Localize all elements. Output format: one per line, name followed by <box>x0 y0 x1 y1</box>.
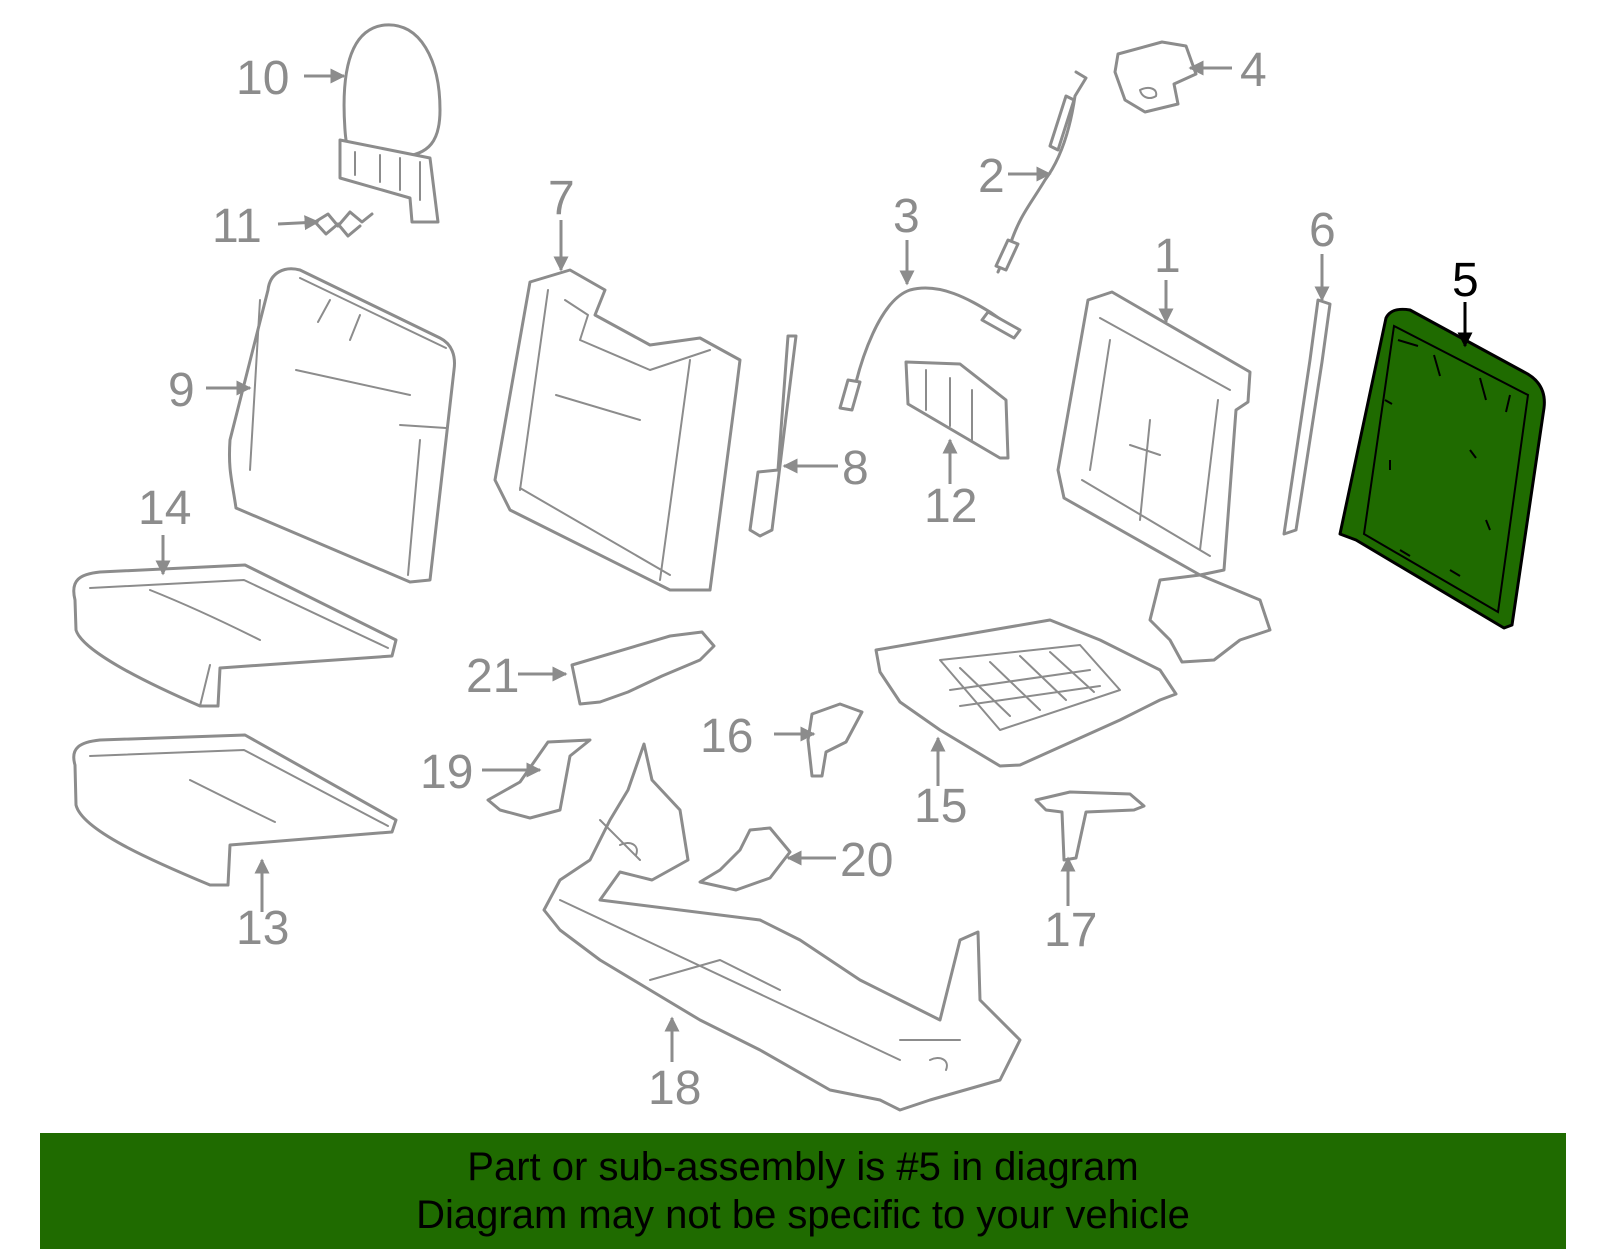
callout-2: 2 <box>978 150 1005 203</box>
part-6-strip <box>1282 298 1332 536</box>
part-2-cable <box>994 70 1088 274</box>
banner-line-1: Part or sub-assembly is #5 in diagram <box>467 1145 1139 1189</box>
part-18-seat-frame <box>542 742 1022 1112</box>
part-15-cushion-frame <box>874 618 1178 768</box>
part-12-pad <box>904 360 1010 460</box>
part-17-bracket <box>1034 790 1146 862</box>
part-19-cover <box>486 738 592 820</box>
callout-13: 13 <box>236 902 289 955</box>
part-11-clip <box>313 210 374 238</box>
callout-21: 21 <box>466 650 519 703</box>
part-13-cushion-pad <box>72 733 398 887</box>
callout-1: 1 <box>1154 230 1181 283</box>
callout-12: 12 <box>924 480 977 533</box>
callout-8: 8 <box>842 442 869 495</box>
callout-20: 20 <box>840 834 893 887</box>
part-16-bracket <box>806 702 864 778</box>
callout-3: 3 <box>893 190 920 243</box>
callout-17: 17 <box>1044 904 1097 957</box>
callout-7: 7 <box>548 172 575 225</box>
part-7-seatback-pad <box>493 268 742 592</box>
part-20-cover <box>698 826 792 892</box>
part-1-seatback-frame <box>1056 290 1252 577</box>
callout-15: 15 <box>914 780 967 833</box>
part-4-bracket <box>1113 40 1198 114</box>
part-5-seatback-board <box>1338 307 1546 630</box>
banner-line-2: Diagram may not be specific to your vehi… <box>416 1193 1190 1237</box>
part-10-headrest <box>338 23 442 224</box>
callout-4: 4 <box>1240 44 1267 97</box>
callout-9: 9 <box>168 364 195 417</box>
callout-11: 11 <box>212 200 262 253</box>
part-9-seatback-cover <box>227 267 456 584</box>
callout-14: 14 <box>138 482 191 535</box>
part-1-hinge <box>1148 573 1272 664</box>
part-14-cushion-cover <box>72 563 398 708</box>
callout-19: 19 <box>420 746 473 799</box>
part-3-cable <box>838 286 1022 412</box>
callout-18: 18 <box>648 1062 701 1115</box>
callout-5: 5 <box>1452 254 1479 307</box>
part-8-rod <box>748 334 798 538</box>
part-21-cover <box>570 630 716 706</box>
callout-6: 6 <box>1309 204 1336 257</box>
callout-16: 16 <box>700 710 753 763</box>
leader-lines <box>155 60 1473 1062</box>
callout-10: 10 <box>236 52 289 105</box>
info-banner: Part or sub-assembly is #5 in diagram Di… <box>40 1133 1566 1249</box>
